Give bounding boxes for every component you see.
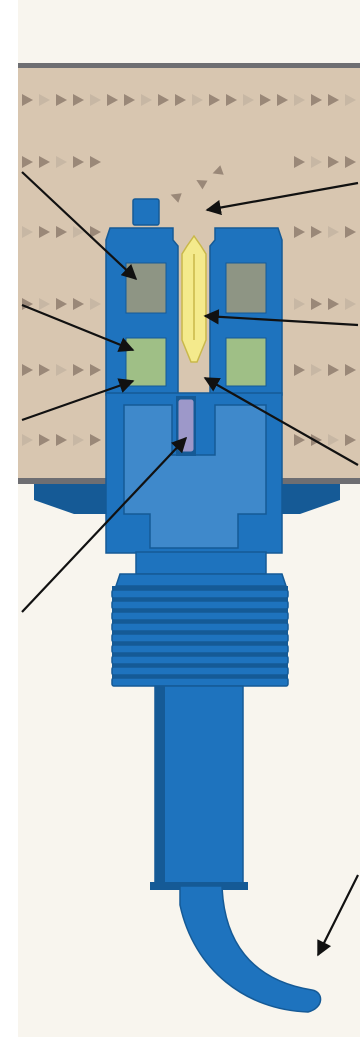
top-nub	[133, 199, 159, 225]
thread-ridge	[112, 623, 288, 631]
coil-upper-right	[226, 263, 266, 313]
thread-ridge	[112, 645, 288, 653]
shoulder	[116, 574, 286, 586]
coil-lower-right	[226, 338, 266, 386]
thread-ridge	[112, 601, 288, 609]
thread-ridge	[112, 612, 288, 620]
coil-upper-left	[126, 263, 166, 313]
thread-ridge	[112, 634, 288, 642]
thread-ridge	[112, 656, 288, 664]
thread-ridge	[112, 590, 288, 598]
neck	[136, 552, 266, 574]
thread-ridge	[112, 667, 288, 675]
probe-stem	[155, 686, 243, 886]
probe-stem-shade	[155, 686, 165, 886]
thread-ridge	[112, 678, 288, 686]
reed-switch	[182, 236, 206, 362]
coil-lower-left	[126, 338, 166, 386]
tank-top-wall	[18, 63, 360, 68]
threaded-section	[112, 586, 288, 686]
